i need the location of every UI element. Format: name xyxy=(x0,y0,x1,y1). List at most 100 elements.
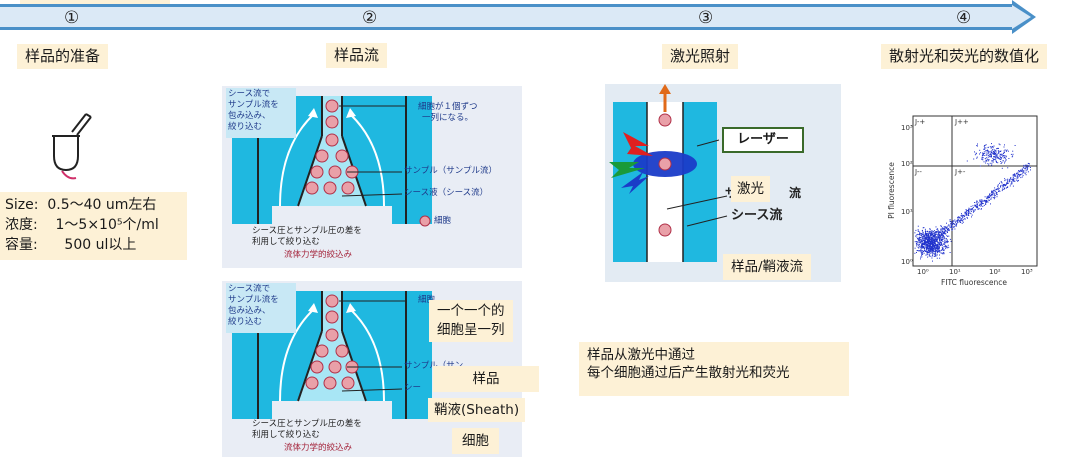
flow-cytometry-dot-plot: J-+ J++ J-- J+- 10³ 10² 10¹ 10⁰ 10⁰ 10¹ … xyxy=(887,110,1045,290)
scatter-point xyxy=(944,230,946,232)
scatter-point xyxy=(1021,171,1023,172)
scatter-point xyxy=(994,193,995,195)
scatter-point xyxy=(947,235,949,237)
scatter-point xyxy=(1000,157,1002,159)
scatter-point xyxy=(1025,167,1027,169)
scatter-point xyxy=(949,220,951,222)
scatter-point xyxy=(985,162,987,164)
scatter-point xyxy=(1003,150,1005,152)
scatter-point xyxy=(933,230,935,232)
scatter-point xyxy=(926,230,928,232)
scatter-point xyxy=(929,235,931,237)
scatter-point xyxy=(958,216,960,218)
scatter-point xyxy=(985,154,987,156)
scatter-point xyxy=(936,228,938,230)
scatter-point xyxy=(1022,168,1023,170)
scatter-point xyxy=(941,245,943,246)
scatter-point xyxy=(998,151,1000,153)
scatter-point xyxy=(934,255,936,257)
scatter-point xyxy=(929,244,931,246)
scatter-point xyxy=(974,202,976,203)
scatter-point xyxy=(1019,175,1021,177)
scatter-point xyxy=(991,191,993,193)
scatter-point xyxy=(1014,176,1016,177)
scatter-point xyxy=(992,149,994,150)
scatter-point xyxy=(922,246,924,248)
scatter-point xyxy=(992,146,993,148)
scatter-point xyxy=(928,232,930,234)
scatter-point xyxy=(929,230,931,232)
scatter-point xyxy=(1004,183,1006,185)
scatter-point xyxy=(934,239,936,241)
jp-pressure-note-b1: シース圧とサンプル圧の差を xyxy=(252,419,362,429)
scatter-point xyxy=(1005,159,1007,161)
scatter-point xyxy=(967,214,969,215)
scatter-point xyxy=(917,229,919,231)
scatter-point xyxy=(942,241,944,242)
laser-label-box: レーザー xyxy=(722,127,804,153)
scatter-point xyxy=(1013,175,1015,177)
scatter-point xyxy=(926,251,928,252)
scatter-point xyxy=(964,212,966,214)
scatter-point xyxy=(936,254,938,256)
scatter-point xyxy=(1019,174,1021,175)
scatter-point xyxy=(954,228,956,230)
scatter-point xyxy=(982,157,984,159)
scatter-point xyxy=(1004,187,1005,189)
scatter-point xyxy=(1004,144,1005,146)
scatter-point xyxy=(936,233,938,235)
scatter-point xyxy=(946,227,948,229)
scatter-point xyxy=(957,218,959,220)
scatter-point xyxy=(1023,171,1025,173)
quadrant-label-j-minus-plus: J-+ xyxy=(915,118,926,126)
scatter-point xyxy=(939,254,940,256)
scatter-point xyxy=(948,246,950,248)
scatter-point xyxy=(972,207,974,208)
scatter-point xyxy=(931,237,933,239)
scatter-point xyxy=(985,152,987,154)
scatter-point xyxy=(997,153,999,155)
scatter-point xyxy=(950,240,952,242)
scatter-point xyxy=(925,244,927,246)
scatter-point xyxy=(945,241,947,243)
scatter-point xyxy=(1018,170,1020,172)
scatter-point xyxy=(941,252,943,254)
scatter-point xyxy=(1024,168,1026,170)
scatter-point xyxy=(940,243,942,244)
cn-cell-label: 细胞 xyxy=(452,428,499,454)
scatter-point xyxy=(985,150,987,152)
scatter-point xyxy=(929,254,931,256)
scatter-point xyxy=(942,249,944,251)
scatter-point xyxy=(918,239,920,241)
scatter-point xyxy=(977,202,979,204)
scatter-point xyxy=(991,151,993,153)
scatter-point xyxy=(984,196,986,198)
y-tick-1: 10¹ xyxy=(901,208,913,216)
scatter-point xyxy=(937,249,939,251)
scatter-point xyxy=(993,153,995,155)
scatter-point xyxy=(986,200,987,201)
scatter-point xyxy=(1025,171,1027,173)
scatter-point xyxy=(1012,178,1014,180)
scatter-point xyxy=(934,232,936,234)
scatter-point xyxy=(926,234,927,236)
scatter-point xyxy=(922,231,924,233)
scatter-point xyxy=(918,237,920,239)
scatter-point xyxy=(988,160,990,162)
scatter-point xyxy=(964,218,966,220)
scatter-point xyxy=(927,245,929,247)
scatter-point xyxy=(1001,190,1003,192)
scatter-point xyxy=(955,223,957,225)
scatter-point xyxy=(1004,180,1006,182)
jp-sheath-note-b3: 包み込み、 xyxy=(228,306,271,316)
scatter-point xyxy=(948,224,950,226)
scatter-point xyxy=(989,154,991,155)
scatter-point xyxy=(944,244,946,246)
scatter-point xyxy=(932,260,933,262)
scatter-point xyxy=(935,236,937,238)
scatter-point xyxy=(1007,179,1009,181)
scatter-point xyxy=(987,150,989,152)
scatter-point xyxy=(1027,168,1028,170)
scatter-point xyxy=(932,233,934,235)
scatter-point xyxy=(964,216,966,218)
